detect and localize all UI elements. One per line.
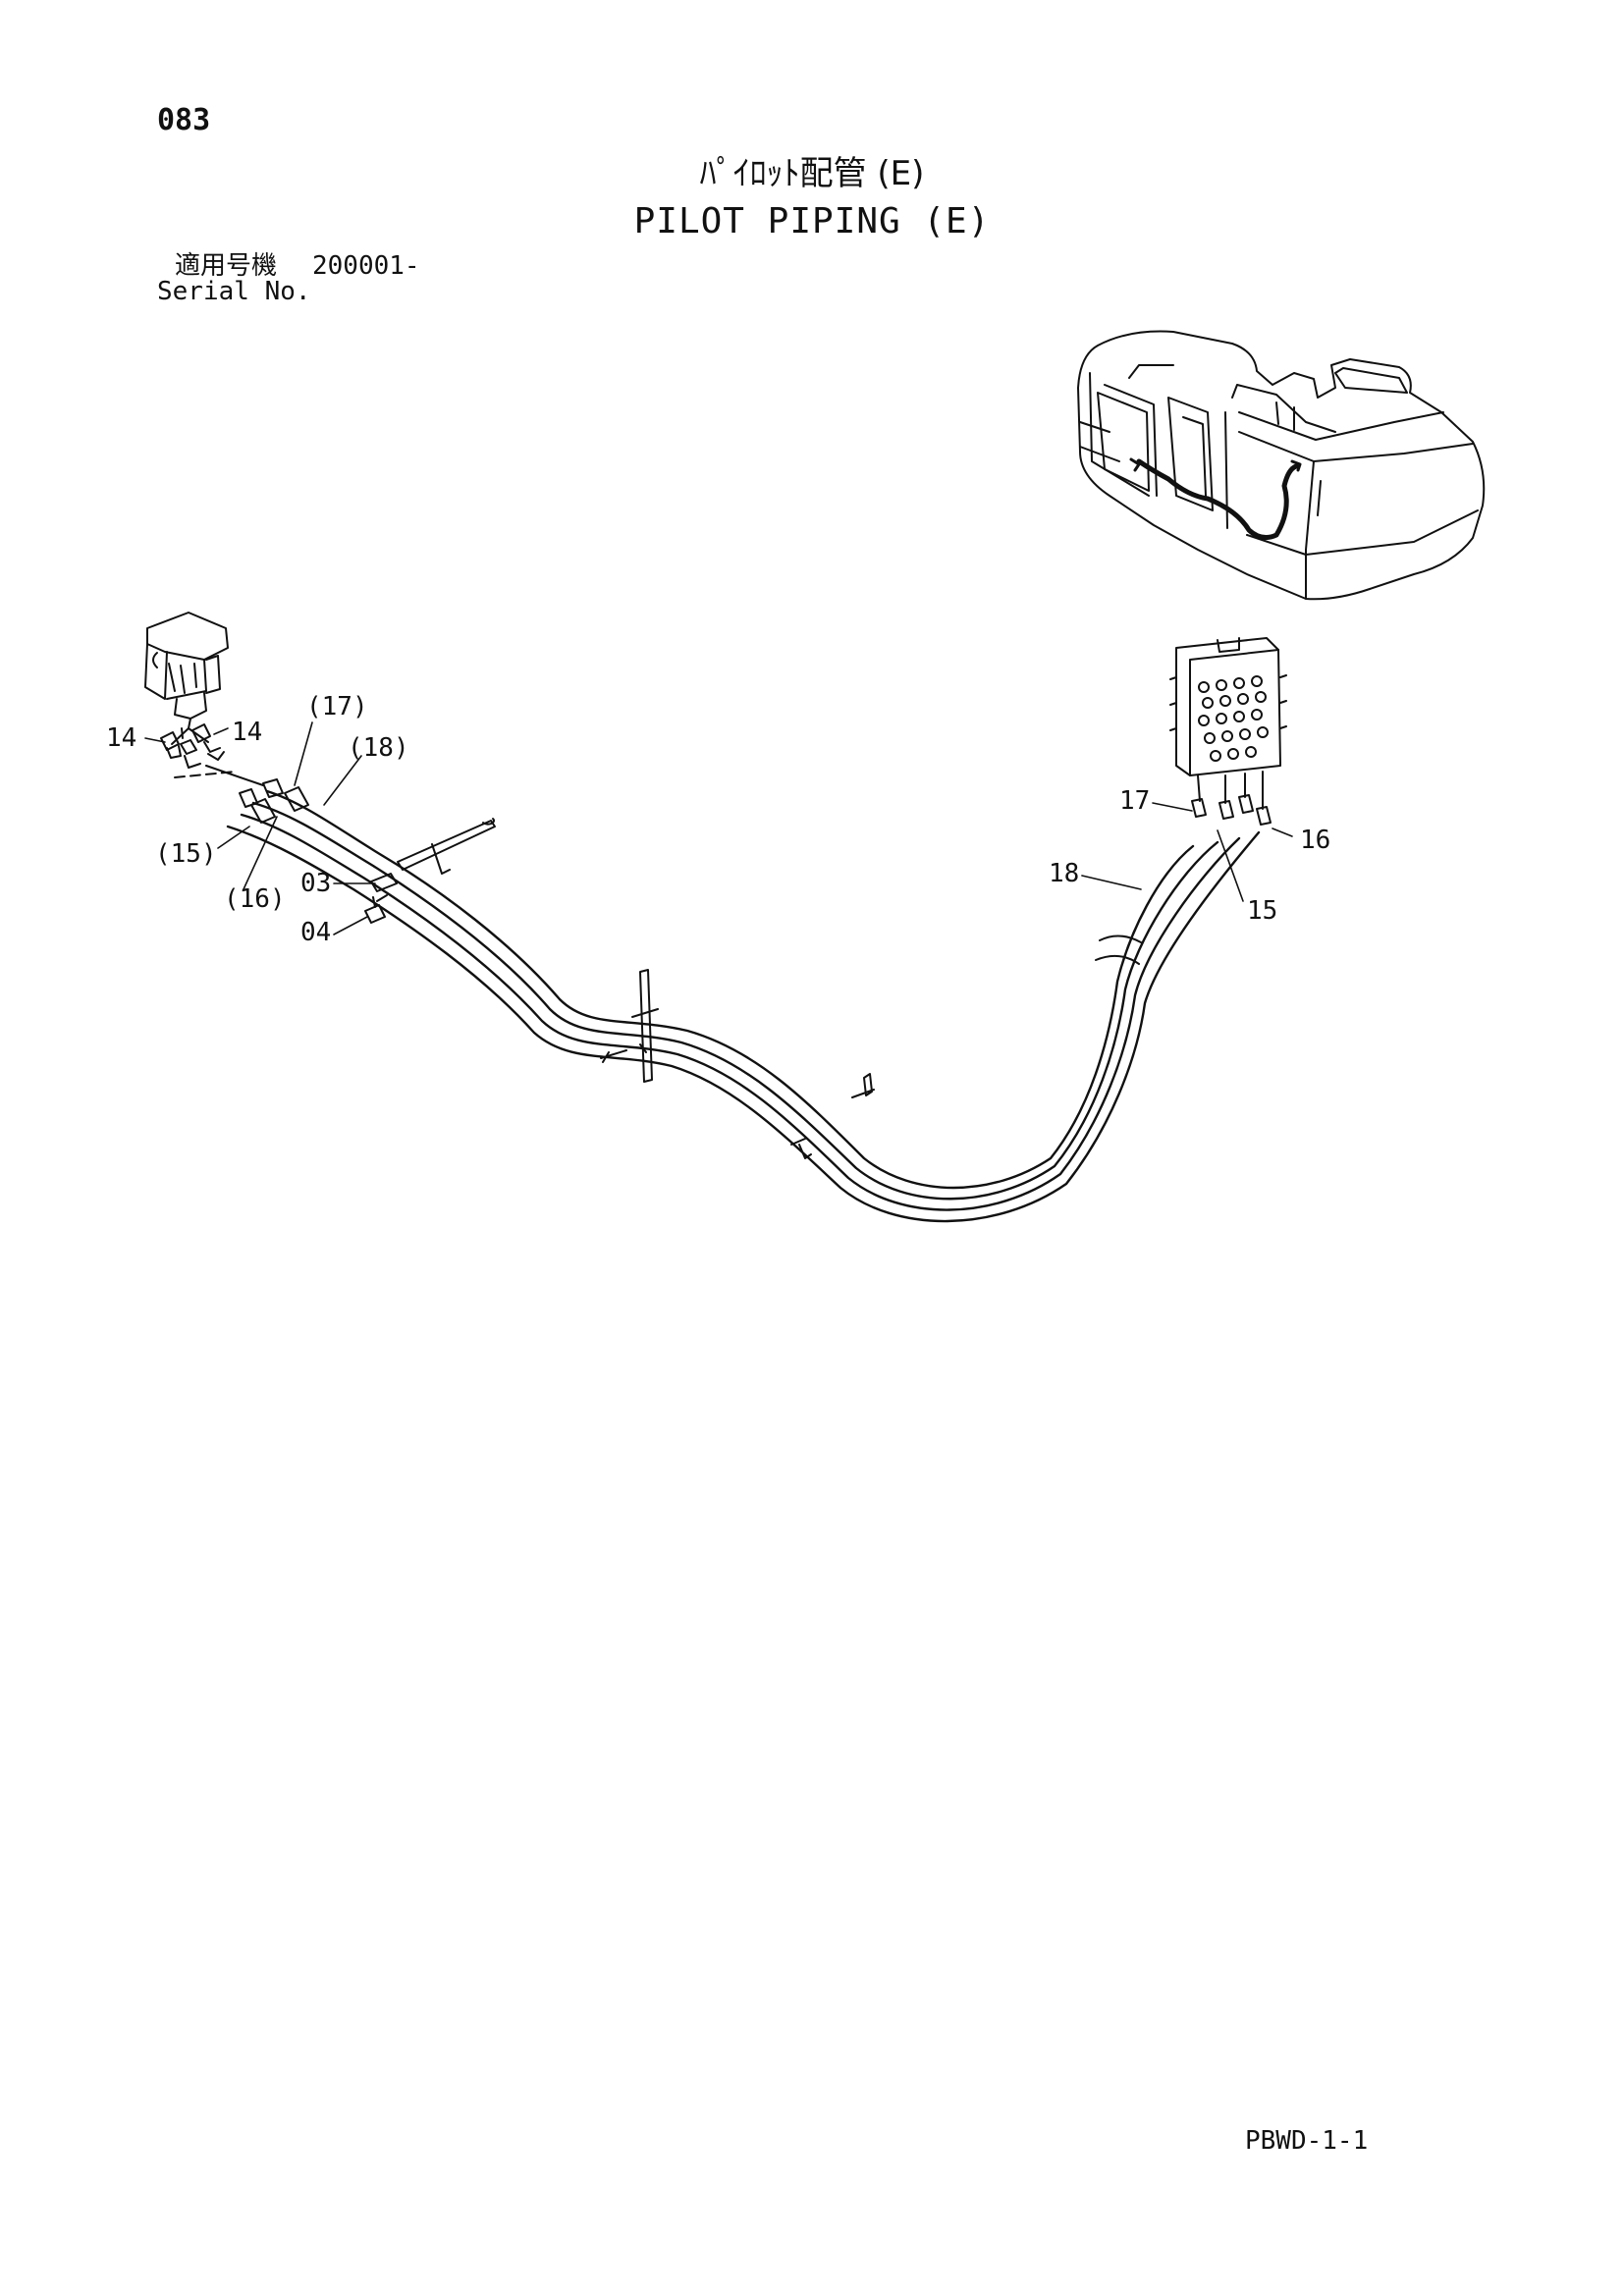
leader-line xyxy=(205,765,264,786)
pilot-valve-illustration xyxy=(144,612,229,745)
callout-15-reference: (15) xyxy=(155,839,217,869)
callout-14-left: 14 xyxy=(106,723,136,753)
pilot-hose-route-highlight xyxy=(1136,458,1299,541)
hose-end-fittings-left xyxy=(239,778,309,824)
callout-17-reference: (17) xyxy=(306,692,368,721)
route-endpoint-marks xyxy=(1129,457,1302,472)
hose-band xyxy=(1095,934,1142,965)
page-number: 083 xyxy=(157,103,211,137)
hose-clamp xyxy=(790,1073,875,1146)
fitting-14-pair xyxy=(160,723,225,769)
callout-03: 03 xyxy=(300,869,331,898)
callout-18: 18 xyxy=(1049,859,1079,888)
callout-14-right: 14 xyxy=(232,718,262,747)
hose-clamp xyxy=(600,969,659,1083)
callout-04: 04 xyxy=(300,918,331,947)
callout-leader-lines xyxy=(144,721,1293,935)
callout-16-reference: (16) xyxy=(224,884,286,914)
serial-label-japanese: 適用号機 xyxy=(175,251,278,281)
callout-15: 15 xyxy=(1247,896,1277,926)
serial-number-value: 200001- xyxy=(312,251,420,281)
callout-17: 17 xyxy=(1119,786,1150,816)
serial-label: Serial No. xyxy=(157,277,311,306)
excavator-overview-illustration xyxy=(1077,330,1486,601)
hose-bracket-03 xyxy=(370,818,496,892)
control-valve-illustration xyxy=(1169,637,1287,776)
page-title: PILOT PIPING (E) xyxy=(633,201,991,241)
document-code: PBWD-1-1 xyxy=(1245,2126,1369,2156)
clamp-detail xyxy=(798,1144,812,1159)
hose-end-fittings-right xyxy=(1191,771,1272,826)
callout-18-reference: (18) xyxy=(348,733,409,763)
pilot-hoses xyxy=(226,789,1261,1223)
page-title-japanese: ﾊﾟｲﾛｯﾄ配管 (E) xyxy=(699,154,925,193)
callout-16: 16 xyxy=(1300,826,1330,855)
